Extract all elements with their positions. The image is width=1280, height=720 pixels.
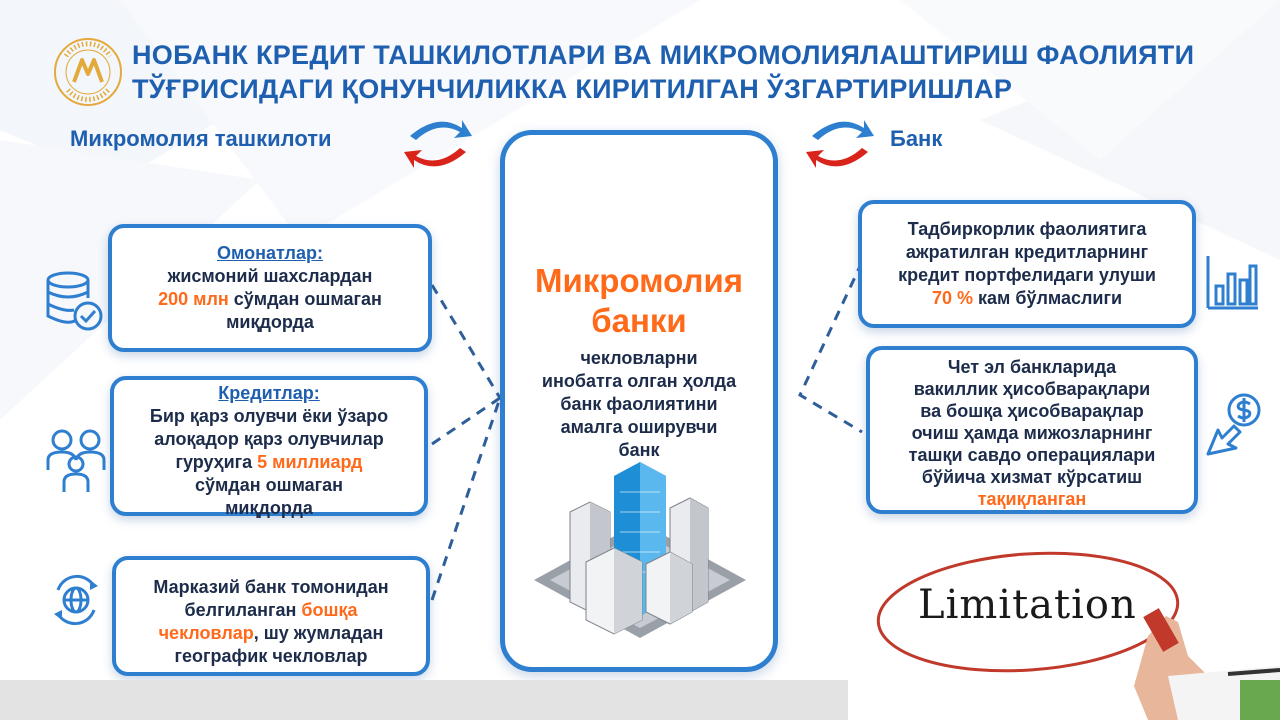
center-desc-line-5: банк [618,440,660,460]
dollar-cursor-icon [1206,393,1261,456]
entrepreneur-line-2: ажратилган кредитларнинг [905,242,1149,262]
bank-label: Банк [890,126,943,151]
limitation-image: Limitation [848,526,1280,720]
foreign-accounts-box: Чет эл банкларида вакиллик ҳисобварақлар… [866,346,1198,514]
entrepreneur-line-3: кредит портфелидаги улуши [898,265,1156,285]
entrepreneur-line-1: Тадбиркорлик фаолиятига [907,219,1147,239]
title-line-1: НОБАНК КРЕДИТ ТАШКИЛОТЛАРИ ВА МИКРОМОЛИЯ… [132,40,1195,70]
center-desc-line-2: инобатга олган ҳолда [541,371,737,391]
center-desc-line-4: амалга оширувчи [560,417,718,437]
footer-green-block [1240,680,1280,720]
restrictions-line-3: чекловлар, шу жумладан [116,622,426,645]
swap-arrows-icon [404,120,472,168]
foreign-line-5: ташқи савдо операциялари [908,445,1156,465]
credits-line-1: Бир қарз олувчи ёки ўзаро [149,406,389,426]
deposits-line-2-text: сўмдан ошмаган [228,289,382,309]
credits-line-3: гуруҳига 5 миллиард [114,451,424,474]
database-check-icon [46,271,103,331]
globe-refresh-icon [54,574,98,626]
foreign-line-1: Чет эл банкларида [947,357,1117,377]
limitation-text: Limitation [918,582,1137,628]
restrictions-highlight-1: бошқа [301,600,358,620]
deposits-line-3: миқдорда [226,312,314,332]
center-description: чекловларни инобатга олган ҳолда банк фа… [505,347,773,462]
credits-line-3-text: гуруҳига [175,452,258,472]
group-people-icon [46,429,106,492]
swap-arrows-icon [806,120,874,168]
page-title: НОБАНК КРЕДИТ ТАШКИЛОТЛАРИ ВА МИКРОМОЛИЯ… [132,38,1252,106]
deposits-amount: 200 млн [158,289,229,309]
restrictions-line-4: географик чекловлар [174,646,368,666]
title-line-2: ТЎҒРИСИДАГИ ҚОНУНЧИЛИККА КИРИТИЛГАН ЎЗГА… [132,74,1013,104]
foreign-line-3: ва бошқа ҳисобварақлар [920,401,1144,421]
deposits-box: Омонатлар: жисмоний шахслардан 200 млн с… [108,224,432,352]
foreign-line-6: бўйича хизмат кўрсатиш [921,467,1143,487]
credits-line-2: алоқадор қарз олувчилар [154,429,384,449]
microfinance-org-label: Микромолия ташкилоти [70,126,332,151]
foreign-prohibited: тақиқланган [977,489,1087,509]
entrepreneur-line-4-text: кам бўлмаслиги [972,288,1123,308]
credits-line-5: миқдорда [225,498,313,518]
foreign-line-2: вакиллик ҳисобварақлари [913,379,1151,399]
center-title-line-2: банки [591,302,687,339]
limitation-ellipse [876,551,1280,720]
other-restrictions-box: Марказий банк томонидан белгиланган бошқ… [112,556,430,676]
bar-chart-icon [1206,256,1258,310]
credits-amount: 5 миллиард [257,452,363,472]
entrepreneur-line-4: 70 % кам бўлмаслиги [862,287,1192,310]
restrictions-line-3-text: , шу жумладан [253,623,384,643]
restrictions-line-1: Марказий банк томонидан [153,577,389,597]
entrepreneur-credit-box: Тадбиркорлик фаолиятига ажратилган креди… [858,200,1196,328]
center-title: Микромолия банки [505,261,773,341]
center-title-line-1: Микромолия [535,262,743,299]
city-buildings-illustration [534,462,746,638]
restrictions-line-2: белгиланган бошқа [116,599,426,622]
restrictions-line-2-text: белгиланган [184,600,302,620]
deposits-heading: Омонатлар: [217,243,323,263]
center-desc-line-3: банк фаолиятини [560,394,718,414]
foreign-line-4: очиш ҳамда мижозларнинг [911,423,1153,443]
deposits-line-1: жисмоний шахслардан [167,266,373,286]
deposits-line-2: 200 млн сўмдан ошмаган [112,288,428,311]
credits-heading: Кредитлар: [218,383,320,403]
credits-box: Кредитлар: Бир қарз олувчи ёки ўзаро ало… [110,376,428,518]
center-desc-line-1: чекловларни [580,348,698,368]
entrepreneur-percent: 70 % [931,288,973,308]
footer-bar [0,680,848,720]
credits-line-4: сўмдан ошмаган [194,475,344,495]
central-bank-logo [54,38,122,106]
restrictions-highlight-2: чекловлар [158,623,254,643]
